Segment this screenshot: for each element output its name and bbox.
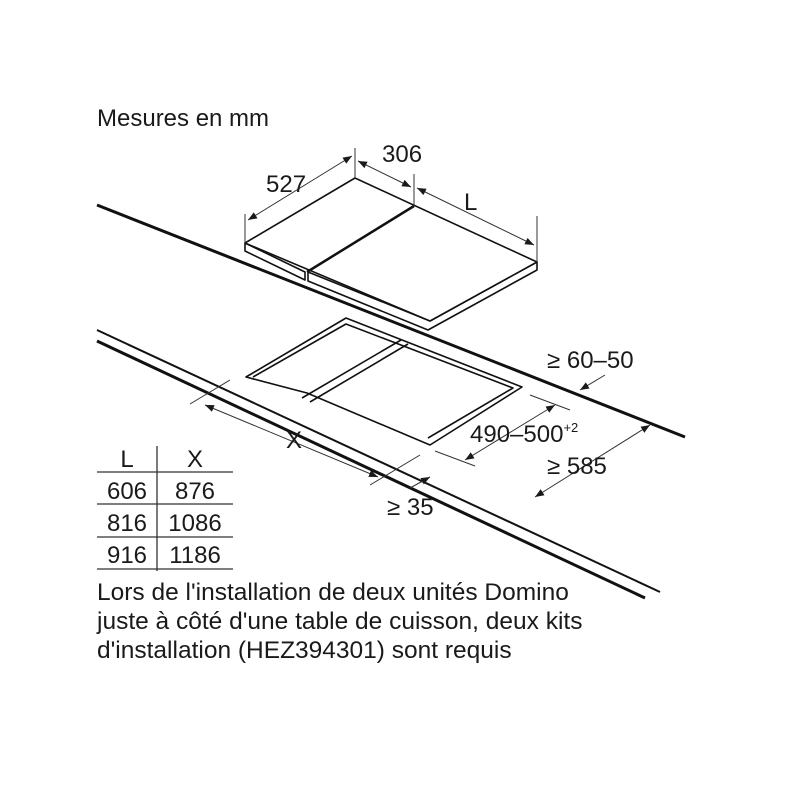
label-306: 306: [382, 141, 422, 168]
dim-60-50: [579, 374, 606, 391]
label-L: L: [464, 189, 477, 216]
installation-note: Lors de l'installation de deux unités Do…: [97, 578, 582, 665]
dim-X: [204, 404, 379, 478]
table-cell: 606: [107, 478, 147, 505]
dim-527: [247, 155, 353, 221]
countertop-back-edge: [96, 203, 686, 439]
page-title: Mesures en mm: [97, 105, 269, 132]
table-cell: 1186: [169, 542, 221, 569]
note-line: d'installation (HEZ394301) sont requis: [97, 637, 512, 664]
label-490-500: 490–500+2: [470, 420, 578, 448]
domino-hobs: [244, 177, 538, 331]
dim-L: [416, 187, 535, 246]
table-cell: 816: [107, 510, 147, 537]
size-table: L X 606 876 816 1086 916 1186: [97, 446, 233, 571]
table-header-X: X: [187, 446, 203, 473]
table-cell: 876: [175, 478, 215, 505]
note-line: Lors de l'installation de deux unités Do…: [97, 579, 569, 606]
table-cell: 1086: [168, 510, 221, 537]
dim-35: [409, 476, 431, 489]
label-60-50: ≥ 60–50: [547, 347, 634, 374]
countertop-front-edge-top: [96, 329, 661, 593]
label-527: 527: [266, 171, 306, 198]
dim-490-500: [464, 404, 556, 461]
label-585: ≥ 585: [547, 453, 607, 480]
note-line: juste à côté d'une table de cuisson, deu…: [97, 608, 583, 635]
label-35: ≥ 35: [387, 494, 434, 521]
dim-306: [357, 160, 412, 188]
table-cell: 916: [107, 542, 147, 569]
label-X: X: [286, 427, 302, 454]
table-header-L: L: [120, 446, 133, 473]
dim-585: [534, 424, 651, 498]
